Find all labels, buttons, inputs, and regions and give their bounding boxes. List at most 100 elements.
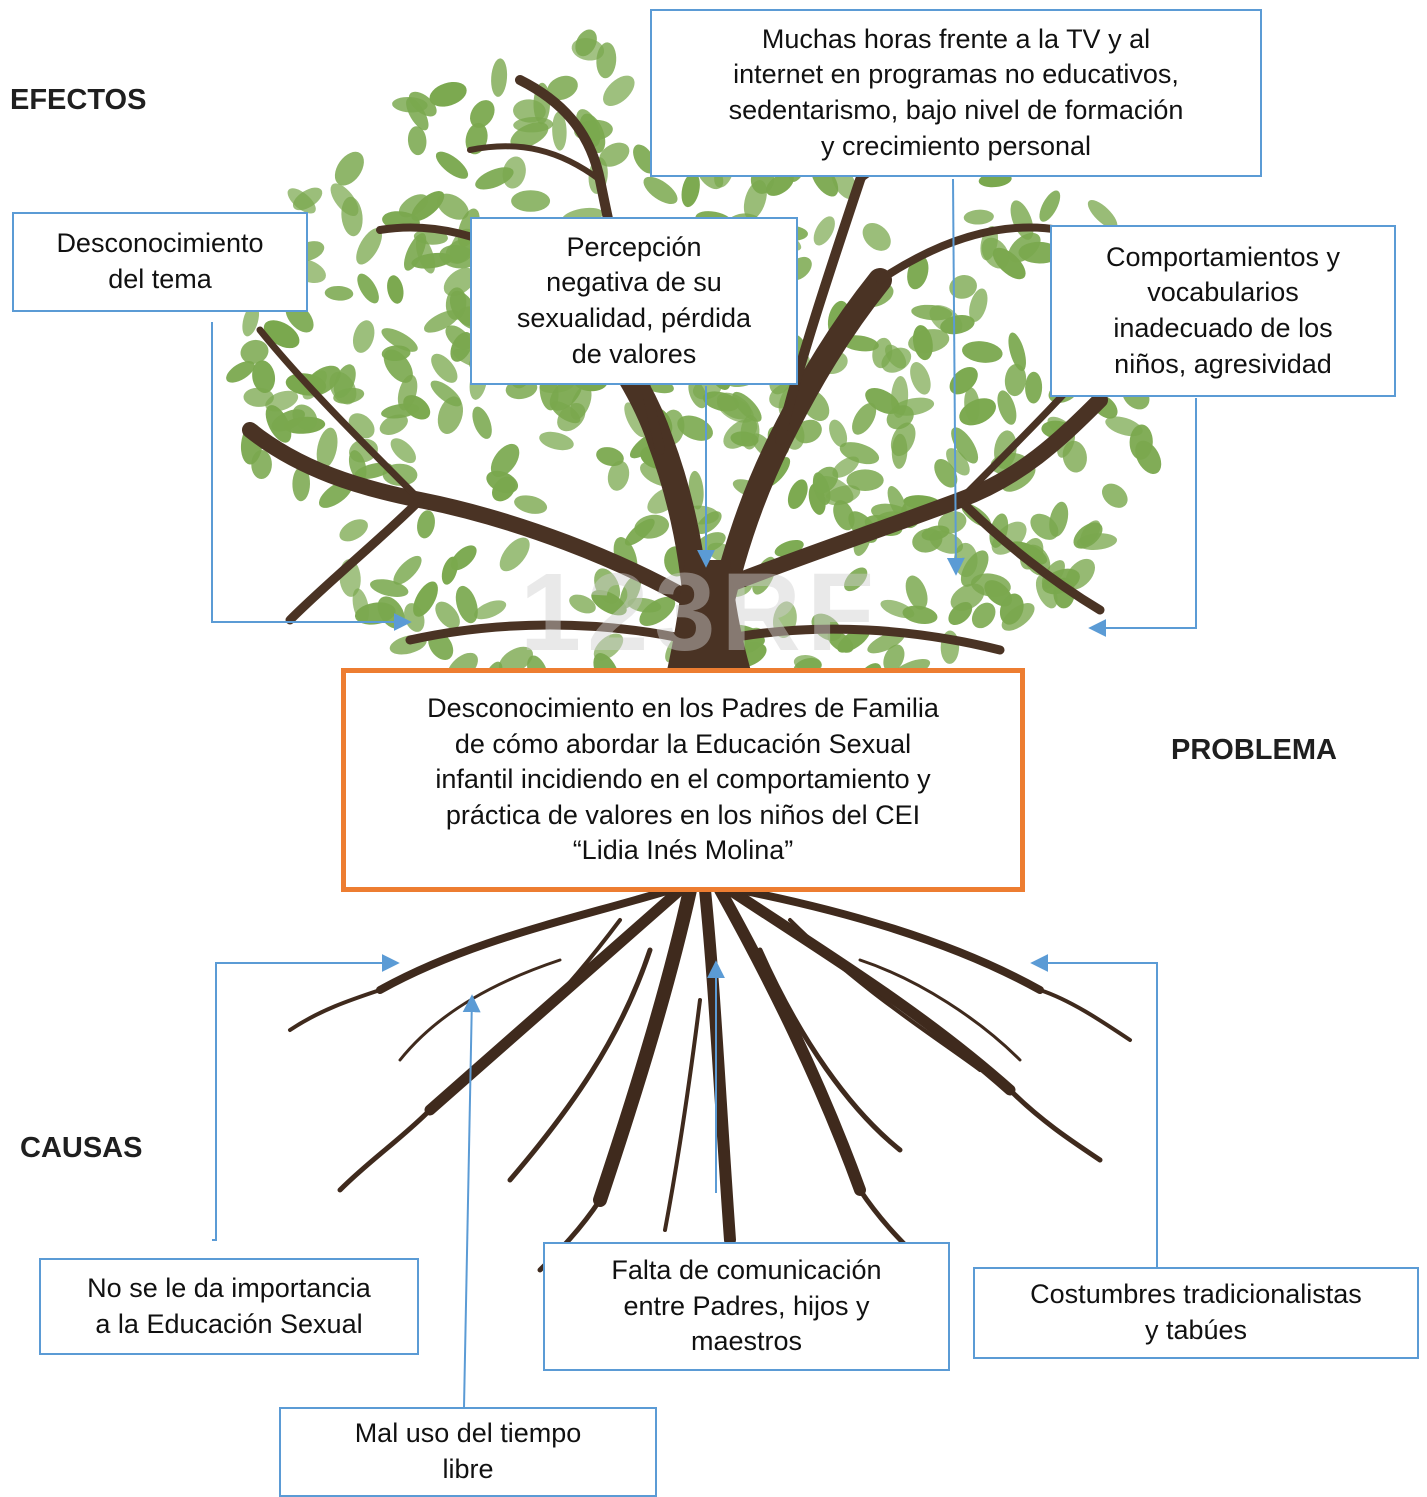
- leaf: [677, 415, 713, 441]
- leaf: [348, 450, 367, 482]
- arrow-desconocimiento-tema: [211, 322, 412, 631]
- leaf: [242, 304, 260, 337]
- leaf: [634, 514, 670, 539]
- leaf: [570, 385, 592, 420]
- leaf: [643, 176, 678, 204]
- leaf: [829, 419, 848, 448]
- leaf: [387, 275, 404, 304]
- leaf: [240, 339, 269, 364]
- arrow-mal-uso: [462, 994, 481, 1408]
- leaf: [339, 519, 368, 542]
- leaf: [846, 469, 884, 492]
- leaf: [316, 427, 338, 469]
- leaf: [627, 597, 662, 613]
- leaf: [624, 402, 647, 438]
- leaf: [971, 602, 996, 629]
- leaf: [431, 353, 458, 383]
- leaf: [890, 422, 916, 457]
- tree-trunk: [660, 560, 760, 700]
- leaf: [787, 479, 808, 510]
- leaf: [911, 304, 953, 321]
- leaf: [243, 387, 274, 407]
- leaf: [832, 456, 860, 478]
- cause-mal-uso-tiempo: Mal uso del tiempo libre: [279, 1407, 657, 1497]
- leaf: [381, 328, 418, 352]
- leaf: [934, 459, 958, 488]
- effect-percepcion-negativa: Percepción negativa de su sexualidad, pé…: [470, 217, 798, 385]
- leaf: [404, 233, 427, 271]
- arrow-comportamientos: [1088, 398, 1197, 637]
- leaf: [455, 585, 478, 624]
- cause-no-importancia: No se le da importancia a la Educación S…: [39, 1258, 419, 1355]
- effect-tv-internet: Muchas horas frente a la TV y al interne…: [650, 9, 1262, 177]
- leaf: [407, 126, 427, 156]
- leaf: [324, 285, 354, 301]
- effect-comportamientos: Comportamientos y vocabularios inadecuad…: [1050, 225, 1396, 397]
- leaf: [867, 631, 905, 654]
- leaf: [514, 495, 548, 514]
- leaf: [356, 228, 382, 265]
- leaf: [910, 362, 931, 395]
- leaf: [997, 390, 1017, 425]
- label-efectos: EFECTOS: [10, 84, 147, 116]
- leaf: [443, 267, 476, 296]
- leaf: [681, 172, 700, 208]
- leaf: [435, 151, 469, 179]
- leaf: [883, 644, 905, 673]
- cause-costumbres: Costumbres tradicionalistas y tabúes: [973, 1267, 1419, 1359]
- leaf: [639, 596, 676, 626]
- leaf: [1102, 483, 1128, 508]
- leaf: [271, 409, 305, 432]
- tree-roots: [288, 883, 1132, 1273]
- leaf: [599, 142, 630, 167]
- leaf: [1001, 603, 1035, 631]
- leaf: [948, 601, 973, 626]
- leaf: [411, 191, 445, 221]
- label-problema: PROBLEMA: [1171, 734, 1337, 766]
- leaf: [963, 209, 994, 225]
- leaf: [960, 550, 989, 587]
- leaf: [552, 111, 567, 151]
- leaf: [949, 367, 978, 395]
- leaf: [905, 575, 928, 610]
- leaf: [435, 601, 460, 629]
- leaf: [844, 567, 868, 592]
- leaf: [547, 75, 578, 101]
- leaf: [569, 594, 596, 614]
- leaf: [981, 237, 1010, 269]
- leaf: [441, 556, 458, 585]
- leaf: [352, 588, 370, 624]
- leaf: [688, 470, 704, 510]
- leaf: [1008, 332, 1026, 372]
- leaf: [251, 450, 272, 479]
- leaf: [498, 646, 533, 674]
- leaf: [880, 599, 915, 619]
- leaf: [929, 530, 964, 554]
- leaf: [486, 470, 519, 494]
- label-causas: CAUSAS: [20, 1132, 143, 1164]
- leaf: [695, 532, 726, 553]
- leaf: [499, 537, 530, 572]
- leaf: [473, 600, 507, 620]
- leaf: [1129, 424, 1153, 460]
- leaf: [833, 500, 855, 531]
- leaf: [475, 167, 514, 190]
- leaf: [1080, 520, 1101, 546]
- leaf: [513, 99, 546, 123]
- leaf: [702, 391, 739, 412]
- leaf: [450, 332, 473, 362]
- leaf: [908, 329, 950, 354]
- leaf: [439, 245, 477, 269]
- problem-box: Desconocimiento en los Padres de Familia…: [341, 668, 1025, 892]
- leaf: [393, 555, 422, 585]
- leaf: [436, 193, 469, 220]
- leaf: [723, 418, 758, 449]
- leaf: [470, 100, 495, 128]
- leaf: [413, 581, 438, 617]
- leaf: [812, 466, 839, 494]
- leaf: [1062, 440, 1087, 473]
- effect-desconocimiento-tema: Desconocimiento del tema: [12, 212, 308, 312]
- leaf: [813, 216, 835, 246]
- leaf: [951, 427, 979, 464]
- leaf: [430, 380, 462, 407]
